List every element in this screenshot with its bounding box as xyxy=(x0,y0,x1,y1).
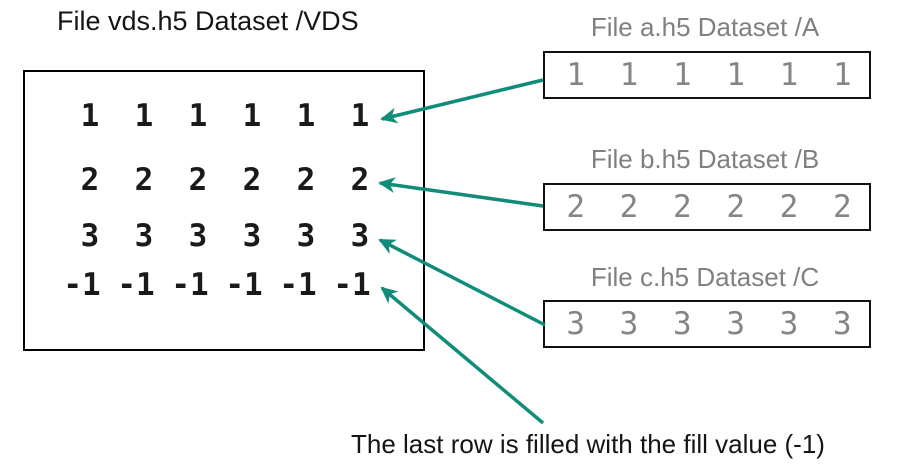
source-a-value: 1 xyxy=(672,57,692,93)
vds-value: 3 xyxy=(242,218,262,254)
vds-value: 1 xyxy=(80,98,100,134)
vds-row-1: 1 1 1 1 1 1 xyxy=(63,98,387,134)
vds-value: 2 xyxy=(134,162,154,198)
vds-value: 1 xyxy=(350,98,370,134)
vds-dataset-title: File vds.h5 Dataset /VDS xyxy=(57,6,359,36)
vds-value: 3 xyxy=(188,218,208,254)
source-a-value: 1 xyxy=(832,57,852,93)
vds-fill-value: -1 xyxy=(117,267,155,303)
vds-row-3: 3 3 3 3 3 3 xyxy=(63,218,387,254)
vds-fill-value: -1 xyxy=(63,267,101,303)
vds-value: 1 xyxy=(296,98,316,134)
vds-value: 2 xyxy=(350,162,370,198)
source-a-title: File a.h5 Dataset /A xyxy=(590,12,820,42)
source-a-box: 1 1 1 1 1 1 xyxy=(543,51,871,99)
source-c-value: 3 xyxy=(779,306,799,342)
vds-fill-value: -1 xyxy=(279,267,317,303)
source-b-title: File b.h5 Dataset /B xyxy=(590,144,820,174)
vds-value: 2 xyxy=(80,162,100,198)
vds-fill-value: -1 xyxy=(333,267,371,303)
vds-fill-value: -1 xyxy=(225,267,263,303)
vds-value: 2 xyxy=(242,162,262,198)
vds-value: 3 xyxy=(350,218,370,254)
vds-value: 2 xyxy=(296,162,316,198)
vds-row-4-fill-values: -1 -1 -1 -1 -1 -1 xyxy=(55,267,379,303)
source-a-value: 1 xyxy=(779,57,799,93)
vds-value: 3 xyxy=(296,218,316,254)
source-b-value: 2 xyxy=(672,189,692,225)
source-a-value: 1 xyxy=(726,57,745,93)
vds-row-2: 2 2 2 2 2 2 xyxy=(63,162,387,198)
vds-value: 2 xyxy=(188,162,208,198)
fill-value-note: The last row is filled with the fill val… xyxy=(351,429,825,459)
source-b-value: 2 xyxy=(832,189,852,225)
source-c-value: 3 xyxy=(726,306,745,342)
source-b-value: 2 xyxy=(779,189,799,225)
source-b-box: 2 2 2 2 2 2 xyxy=(543,183,871,231)
source-b-value: 2 xyxy=(619,189,639,225)
vds-value: 3 xyxy=(80,218,100,254)
source-c-value: 3 xyxy=(566,306,585,342)
source-b-value: 2 xyxy=(566,189,585,225)
source-c-box: 3 3 3 3 3 3 xyxy=(543,300,871,348)
source-a-value: 1 xyxy=(619,57,639,93)
vds-value: 1 xyxy=(242,98,262,134)
vds-dataset-box: 1 1 1 1 1 1 2 2 2 2 2 2 3 3 3 3 3 3 -1 -… xyxy=(23,70,425,351)
vds-value: 3 xyxy=(134,218,154,254)
vds-fill-value: -1 xyxy=(171,267,209,303)
source-b-value: 2 xyxy=(726,189,745,225)
source-c-title: File c.h5 Dataset /C xyxy=(590,262,820,292)
source-c-value: 3 xyxy=(672,306,692,342)
source-c-value: 3 xyxy=(832,306,852,342)
source-a-value: 1 xyxy=(566,57,585,93)
vds-value: 1 xyxy=(188,98,208,134)
vds-value: 1 xyxy=(134,98,154,134)
source-c-value: 3 xyxy=(619,306,639,342)
